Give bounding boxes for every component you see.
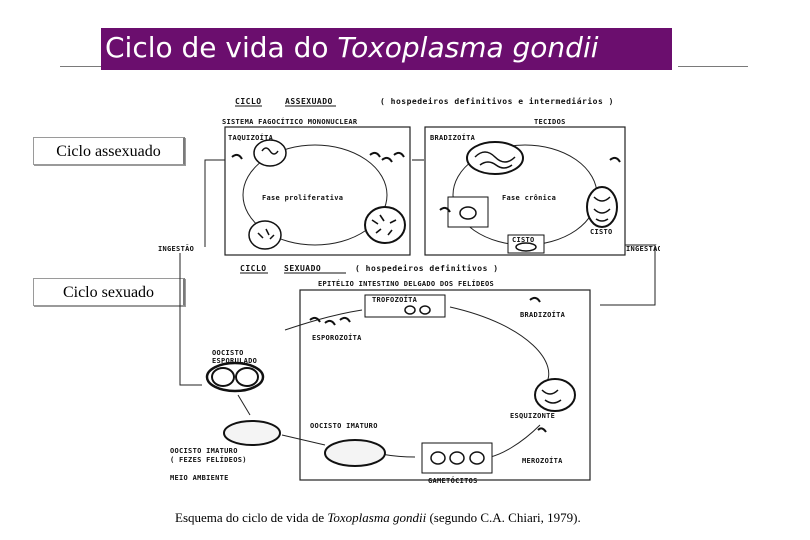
sporocyst-2 (235, 367, 259, 387)
macrophage-cell-full (364, 206, 406, 244)
label-oocisto-imaturo: OOCISTO IMATURO (310, 422, 378, 430)
caption-suffix: (segundo C.A. Chiari, 1979). (426, 510, 581, 525)
early-cyst (459, 206, 477, 220)
label-bradizoita-bottom: BRADIZOÍTA (520, 310, 566, 319)
bradyzoites (439, 156, 621, 213)
label-gametocitos: GAMETÓCITOS (428, 476, 478, 485)
label-oocisto-esporulado-1: OOCISTO (212, 349, 244, 357)
title-prefix: Ciclo de vida do (105, 31, 338, 64)
title-rule-left (60, 66, 102, 67)
label-meio-ambiente: MEIO AMBIENTE (170, 474, 229, 482)
schizont-content (541, 389, 562, 404)
sexual-header-word2: SEXUADO (284, 264, 321, 273)
arrow-to-environment (281, 434, 326, 446)
caption-prefix: Esquema do ciclo de vida de (175, 510, 328, 525)
macrophage-cell-1 (253, 139, 287, 167)
arc-to-esporozoita (284, 309, 363, 331)
sporocyst-1 (211, 367, 235, 387)
arrow-sporulation (237, 394, 251, 416)
label-trofozoita: TROFOZOÍTA (372, 295, 418, 304)
label-oocisto-fezes-1: OOCISTO IMATURO (170, 447, 238, 455)
gametocyte-3 (469, 451, 485, 465)
schizont (534, 378, 576, 412)
label-ingestao-left: INGESTÃO (158, 244, 194, 253)
label-taquizoita: TAQUIZOÍTA (228, 133, 274, 142)
label-fase-proliferativa: Fase proliferativa (262, 194, 343, 202)
immature-oocyst-feces (223, 420, 281, 446)
label-cisto: CISTO (590, 228, 613, 236)
label-esquizonte: ESQUIZONTE (510, 412, 555, 420)
cyst-right-content (593, 196, 611, 222)
label-bradizoita-top: BRADIZOÍTA (430, 133, 476, 142)
label-epitelio: EPITÉLIO INTESTINO DELGADO DOS FELÍDEOS (318, 279, 494, 288)
ingestion-line-right (600, 244, 656, 306)
asexual-header-word1: CICLO (235, 97, 262, 106)
small-cyst (515, 242, 537, 252)
arc-trofo-to-esquizonte (449, 306, 550, 386)
sexual-header-hosts: ( hospedeiros definitivos ) (355, 263, 499, 273)
label-fase-cronica: Fase crônica (502, 194, 556, 202)
slide-title: Ciclo de vida do Toxoplasma gondii (101, 28, 672, 70)
life-cycle-diagram: CICLO ASSEXUADO ( hospedeiros definitivo… (158, 96, 660, 485)
bradyzoite-entering (529, 296, 541, 303)
gametocyte-2 (449, 451, 465, 465)
tachyzoite-1 (231, 153, 243, 160)
proliferative-cycle-path (242, 144, 388, 246)
panel-sexual (299, 289, 591, 481)
trophozoite-1 (404, 305, 416, 315)
sexual-header-word1: CICLO (240, 264, 267, 273)
sporozoites (309, 316, 351, 326)
macrophage-content-2 (257, 228, 275, 240)
ingestion-line-oocyst (179, 253, 202, 386)
asexual-header-hosts: ( hospedeiros definitivos e intermediári… (380, 96, 614, 106)
panel-proliferative (224, 126, 411, 256)
label-merozoita: MEROZOÍTA (522, 456, 563, 465)
tissue-cyst-content (474, 151, 516, 169)
label-oocisto-fezes-2: ( FEZES FELÍDEOS) (170, 455, 247, 464)
figure-caption: Esquema do ciclo de vida de Toxoplasma g… (175, 510, 581, 526)
title-species: Toxoplasma gondii (337, 31, 599, 64)
label-esporozoita: ESPOROZOÍTA (312, 333, 362, 342)
label-sistema-fagocitico: SISTEMA FAGOCÍTICO MONONUCLEAR (222, 117, 358, 126)
label-cisto-small: CISTO (512, 236, 535, 244)
label-ingestao-right: INGESTÃO (626, 244, 660, 253)
asexual-cycle-label: Ciclo assexuado (33, 137, 185, 165)
sexual-cycle-label: Ciclo sexuado (33, 278, 185, 306)
asexual-header-word2: ASSEXUADO (285, 97, 333, 106)
caption-species: Toxoplasma gondii (327, 510, 427, 525)
panel-chronic (424, 126, 626, 256)
macrophage-cell-2 (248, 220, 282, 250)
ingestion-line-left (204, 159, 225, 247)
trophozoite-2 (419, 305, 431, 315)
gametocyte-1 (430, 451, 446, 465)
immature-oocyst-intestine (324, 439, 386, 467)
tachyzoites-free (369, 151, 405, 163)
label-tecidos: TECIDOS (534, 118, 566, 126)
macrophage-content-1 (261, 147, 279, 155)
label-oocisto-esporulado-2: ESPORULADO (212, 357, 257, 365)
arc-esquizonte-to-gametocitos (489, 424, 541, 458)
macrophage-content-full (371, 214, 397, 236)
title-rule-right (678, 66, 748, 67)
merozoite (537, 427, 547, 433)
